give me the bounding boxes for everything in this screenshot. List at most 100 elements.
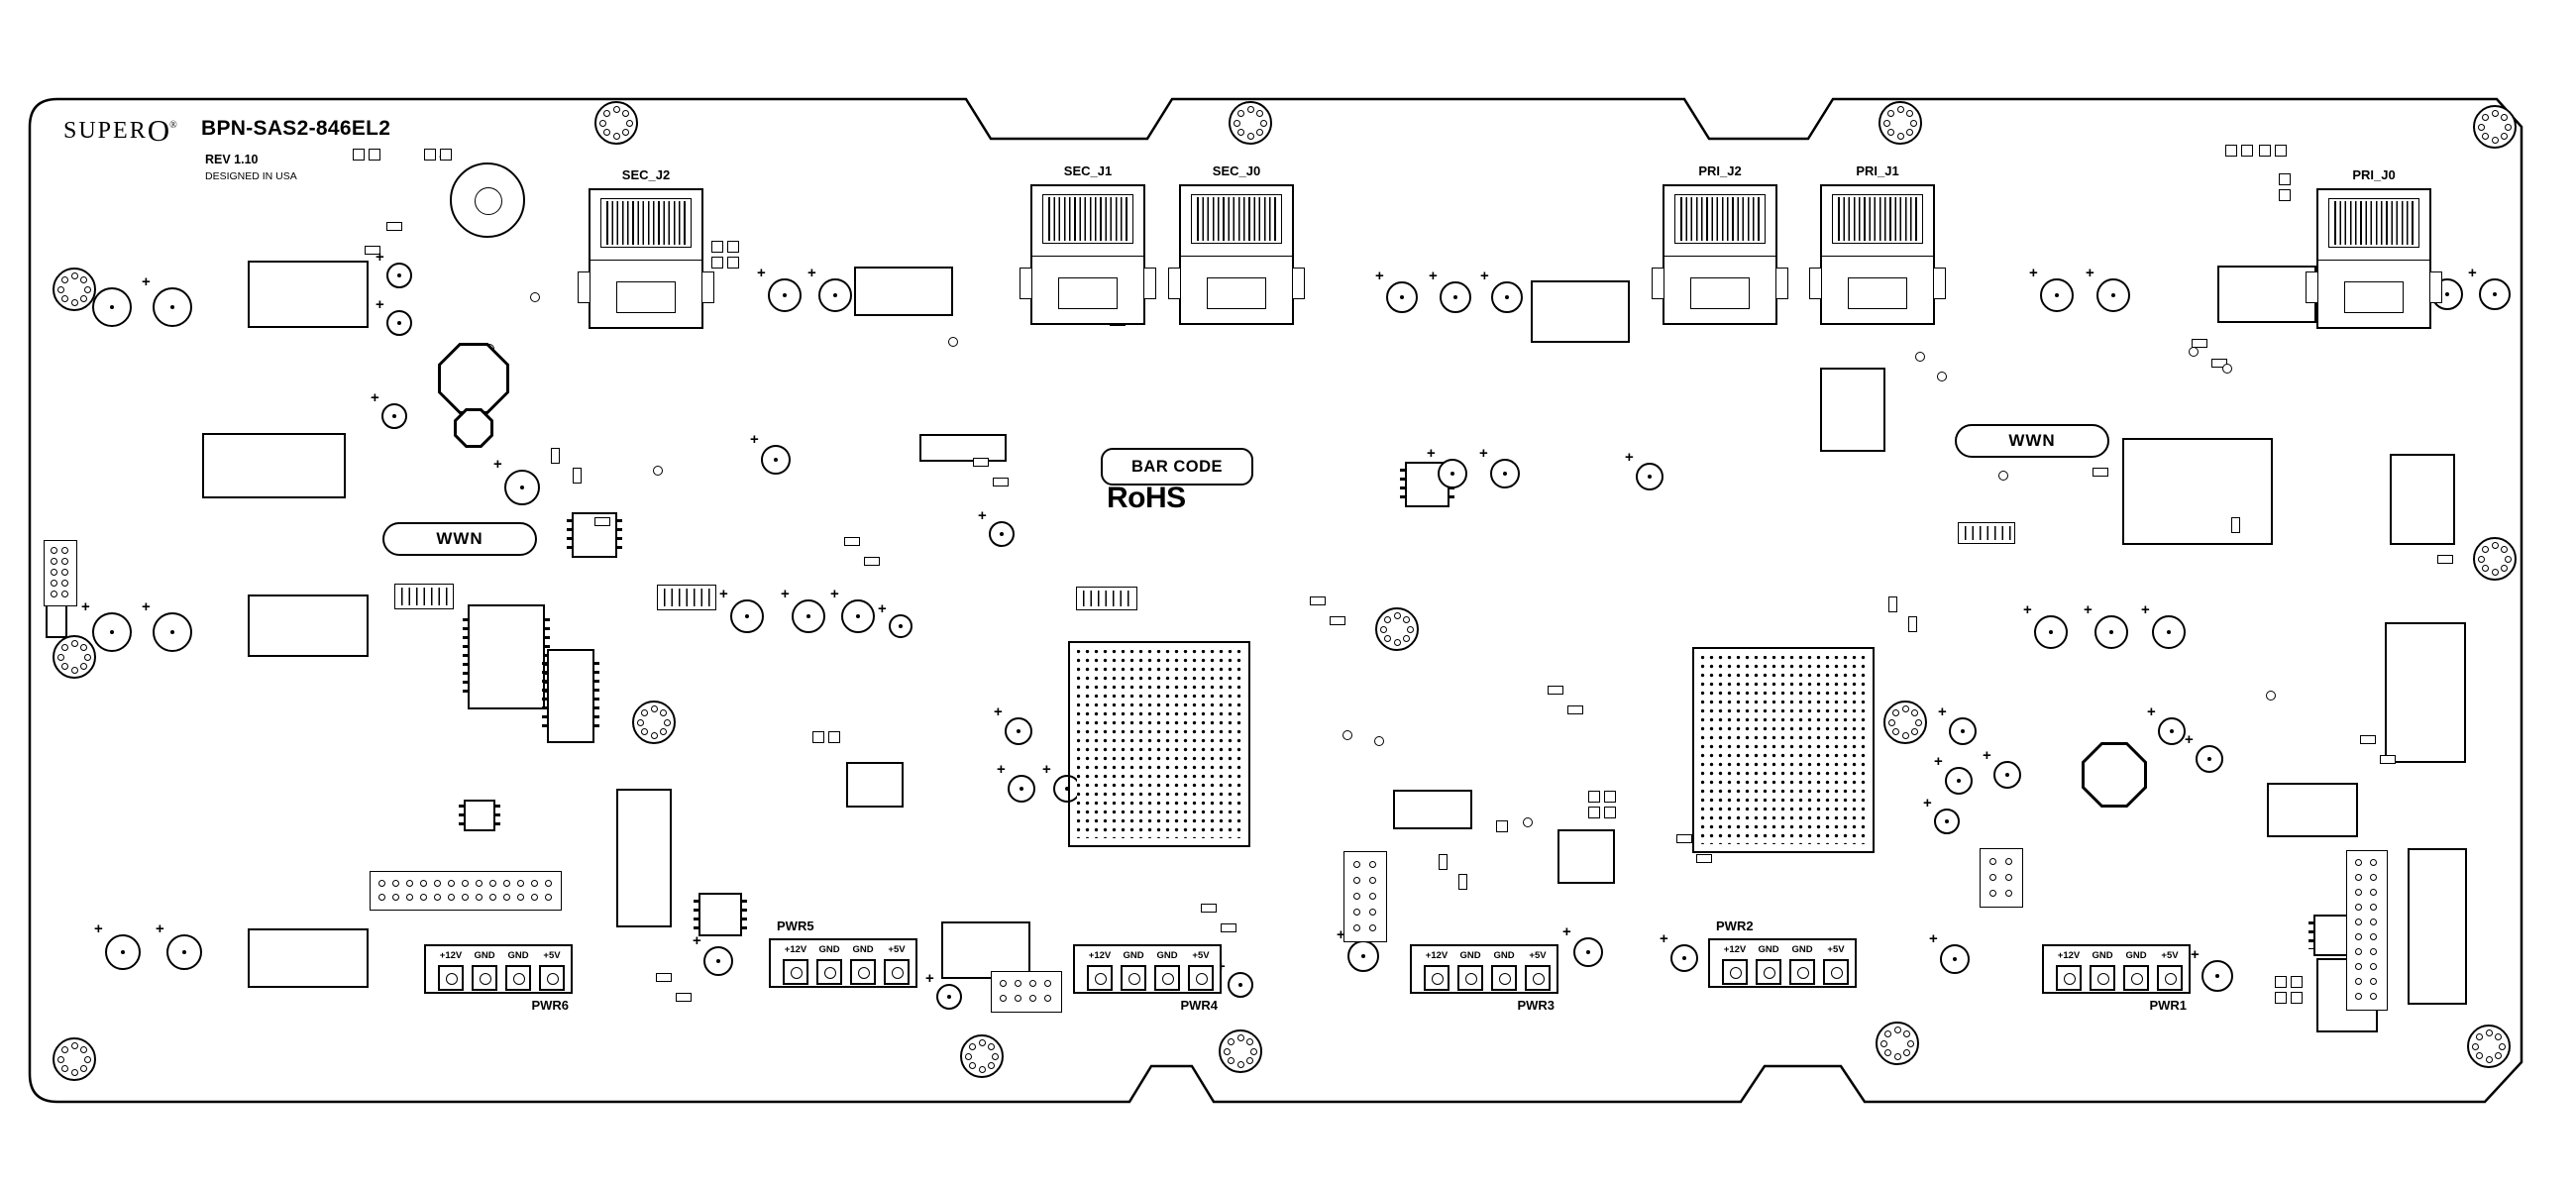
- header-pin: [2370, 904, 2378, 912]
- passive-component: [1888, 596, 1897, 612]
- ic-component: [2217, 266, 2316, 323]
- mounting-hole-pad: [84, 653, 91, 661]
- mounting-hole-pad: [1915, 718, 1922, 726]
- header-pin: [1368, 876, 1376, 884]
- mounting-hole-pad: [1888, 718, 1895, 726]
- ic-component: [1393, 790, 1472, 829]
- mounting-hole: [1375, 607, 1419, 651]
- ic-component: [248, 594, 369, 657]
- capacitor: +: [978, 508, 1015, 547]
- capacitor: +: [1375, 269, 1418, 313]
- mounting-hole-pad: [2481, 565, 2489, 573]
- mounting-hole: [1219, 1029, 1262, 1073]
- header-pin: [61, 547, 69, 555]
- polarity-plus-mark: +: [693, 932, 701, 949]
- capacitor: +: [2468, 266, 2511, 310]
- passive-component: [2211, 359, 2227, 368]
- header-pin: [1352, 876, 1360, 884]
- mounting-hole-pad: [2491, 110, 2499, 117]
- header-pin: [1988, 873, 1996, 881]
- passive-component: [656, 973, 672, 982]
- mounting-hole-pad: [2481, 133, 2489, 141]
- mounting-hole-pad: [57, 653, 64, 661]
- mounting-hole-pad: [2505, 555, 2512, 563]
- jumper-pad: [1588, 791, 1600, 803]
- jumper-pad: [711, 257, 723, 269]
- mounting-hole-pad: [2505, 123, 2512, 131]
- mounting-hole-pad: [1256, 129, 1264, 137]
- ic-component: [2122, 438, 2273, 545]
- mounting-hole-pad: [988, 1042, 996, 1050]
- test-point: [2266, 691, 2276, 701]
- mounting-hole-pad: [612, 106, 620, 113]
- sas-connector-wing: [1292, 268, 1305, 299]
- power-pin: [1424, 965, 1449, 991]
- mounting-hole-pad: [1903, 1029, 1911, 1037]
- mounting-hole: [53, 1037, 96, 1081]
- mounting-hole-pad: [599, 119, 606, 127]
- sas-connector: [2306, 188, 2442, 329]
- power-connector-label: PWR6: [531, 998, 569, 1013]
- polarity-plus-mark: +: [2084, 601, 2093, 618]
- power-pin: [884, 959, 910, 985]
- mounting-hole-pad: [622, 129, 630, 137]
- sas-connector-divider: [1181, 256, 1292, 257]
- power-pin-label: +5V: [1529, 950, 1547, 961]
- mounting-hole-pad: [978, 1066, 986, 1073]
- mounting-hole-pad: [1883, 1029, 1891, 1037]
- wwn-label-box: WWN: [382, 522, 537, 556]
- mounting-hole-pad: [1891, 708, 1899, 716]
- power-pin: [2123, 965, 2149, 991]
- capacitor: +: [1217, 959, 1253, 998]
- power-pin: [472, 965, 497, 991]
- power-pin: [850, 959, 876, 985]
- sas-contact-fingers: [1191, 194, 1282, 244]
- header-pin: [1029, 980, 1037, 988]
- header-pin: [516, 893, 524, 901]
- mounting-hole-pad: [60, 1065, 68, 1073]
- capacitor: +: [1479, 446, 1520, 488]
- test-point: [530, 292, 540, 302]
- header-pin: [405, 893, 413, 901]
- header-pin: [405, 879, 413, 887]
- mounting-hole-pad: [2499, 1042, 2506, 1050]
- mounting-hole-pad: [1893, 1053, 1901, 1060]
- polarity-plus-mark: +: [997, 761, 1006, 778]
- capacitor: +: [719, 587, 764, 633]
- power-pin: [2056, 965, 2082, 991]
- bga-expander-chip: [1692, 647, 1875, 853]
- polarity-plus-mark: +: [1938, 703, 1947, 720]
- power-pin-label: +12V: [2057, 950, 2081, 961]
- passive-component: [844, 537, 860, 546]
- passive-component: [365, 246, 380, 255]
- mounting-hole-pad: [1236, 1034, 1244, 1041]
- mounting-hole-pad: [965, 1052, 972, 1060]
- test-point: [948, 337, 958, 347]
- header-pin: [516, 879, 524, 887]
- sas-connector: [1652, 184, 1788, 325]
- test-point: [2222, 364, 2232, 374]
- polarity-plus-mark: +: [2141, 601, 2150, 618]
- polarity-plus-mark: +: [2029, 265, 2038, 281]
- header-pin: [488, 879, 496, 887]
- capacitor: +: [994, 704, 1032, 745]
- mounting-hole-pad: [1883, 1049, 1891, 1057]
- polarity-plus-mark: +: [371, 389, 379, 406]
- mounting-hole-pad: [1907, 1039, 1914, 1047]
- soic-chip: [459, 800, 500, 831]
- header-pin: [544, 879, 552, 887]
- capacitor: +: [1042, 762, 1081, 803]
- power-pin-label: +12V: [1723, 944, 1747, 955]
- mounting-hole-pad: [2478, 123, 2485, 131]
- capacitor: +: [2084, 602, 2128, 649]
- polarity-plus-mark: +: [81, 598, 90, 615]
- header-pin: [1368, 860, 1376, 868]
- jumper-pad: [2275, 145, 2287, 157]
- header-pin: [530, 879, 538, 887]
- mounting-hole-pad: [622, 109, 630, 117]
- header-pin: [2355, 963, 2363, 971]
- jumper-pad: [2275, 976, 2287, 988]
